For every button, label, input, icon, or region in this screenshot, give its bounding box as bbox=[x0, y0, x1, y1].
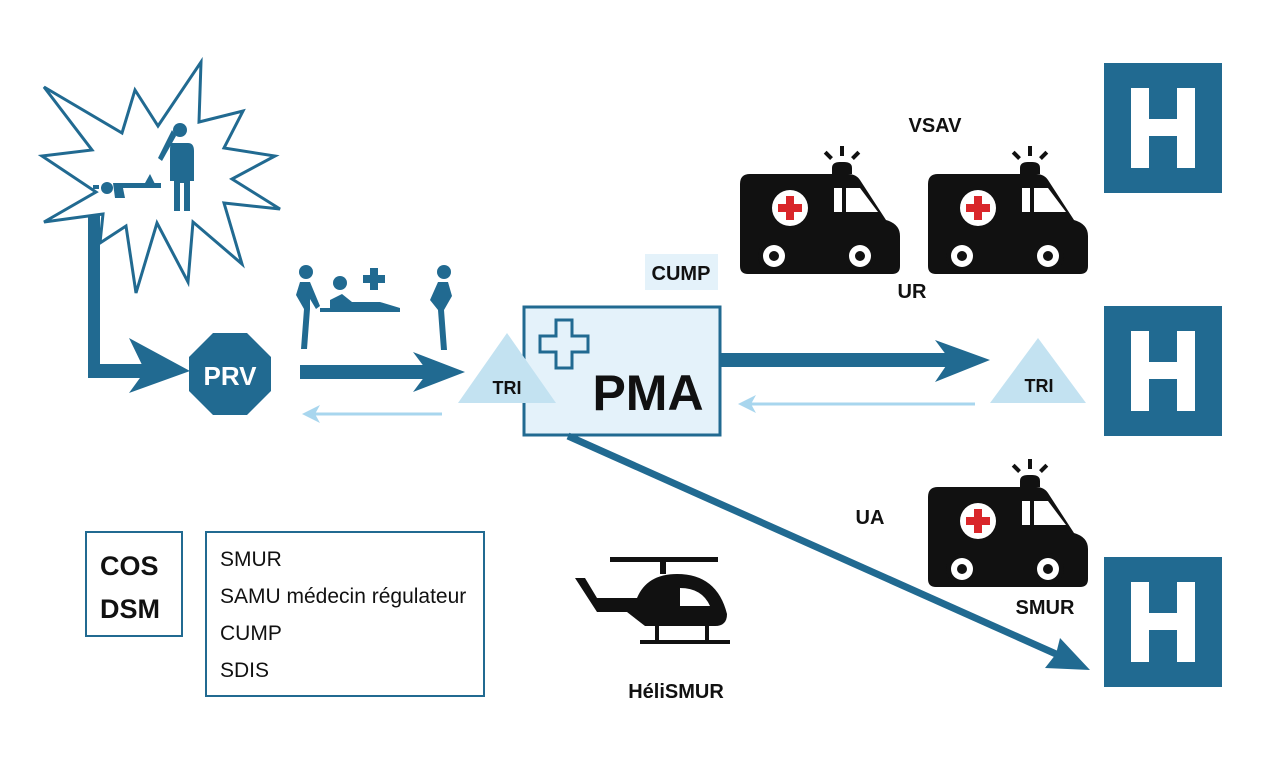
legend-command: COS DSM bbox=[85, 531, 183, 637]
legend-item: SMUR bbox=[220, 548, 282, 571]
return-arrow-left bbox=[302, 405, 442, 423]
arrow-to-prv bbox=[88, 215, 190, 393]
legend-cos: COS bbox=[100, 551, 159, 581]
vsav-label: VSAV bbox=[909, 115, 963, 137]
pma-label: PMA bbox=[592, 365, 703, 421]
cump-badge-label: CUMP bbox=[652, 263, 711, 285]
explosion-icon bbox=[37, 56, 281, 294]
tri-right-node: TRI bbox=[990, 338, 1086, 403]
caller-icon bbox=[158, 123, 194, 211]
pma-node: PMA bbox=[522, 305, 722, 437]
legend-services: SMUR SAMU médecin régulateur CUMP SDIS bbox=[205, 531, 485, 697]
stretcher-bearers-icon bbox=[296, 265, 452, 350]
legend-item: SDIS bbox=[220, 659, 269, 682]
arrow-pma-to-tri bbox=[720, 340, 990, 382]
tri-left-label: TRI bbox=[493, 378, 522, 398]
legend-item: CUMP bbox=[220, 622, 282, 645]
legend-dsm: DSM bbox=[100, 594, 160, 624]
ambulance-icon bbox=[928, 459, 1088, 587]
medical-cross-icon bbox=[538, 318, 590, 370]
helicopter-icon bbox=[575, 557, 730, 644]
arrow-prv-to-tri bbox=[300, 352, 465, 392]
helismur-label: HéliSMUR bbox=[628, 681, 724, 703]
victim-icon bbox=[93, 174, 161, 198]
prv-node: PRV bbox=[189, 333, 271, 415]
ua-label: UA bbox=[856, 507, 885, 529]
tri-right-label: TRI bbox=[1025, 376, 1054, 396]
cump-badge: CUMP bbox=[645, 254, 718, 290]
hospital-icon bbox=[1104, 63, 1222, 193]
ambulance-icon bbox=[928, 146, 1088, 274]
smur-label: SMUR bbox=[1016, 597, 1075, 619]
arrow-pma-to-hospital bbox=[566, 432, 1090, 670]
hospital-icon bbox=[1104, 557, 1222, 687]
tri-left-node: TRI bbox=[458, 333, 556, 403]
hospital-icon bbox=[1104, 306, 1222, 436]
ur-label: UR bbox=[898, 281, 927, 303]
ambulance-icon bbox=[740, 146, 900, 274]
return-arrow-right bbox=[738, 395, 975, 413]
prv-label: PRV bbox=[204, 361, 258, 391]
legend-item: SAMU médecin régulateur bbox=[220, 585, 466, 608]
